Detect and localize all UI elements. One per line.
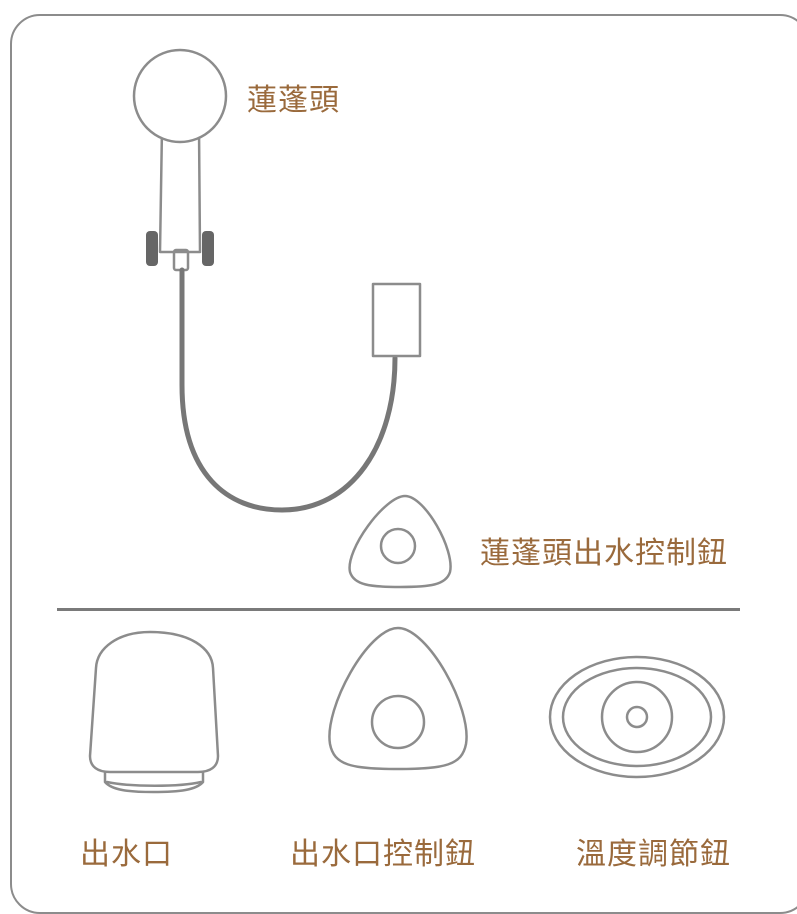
left-clip-icon	[146, 231, 158, 266]
spout-control-knob-icon	[328, 626, 468, 771]
shower-control-knob-icon	[348, 494, 452, 589]
outlet-box-icon	[371, 282, 422, 358]
spout-label: 出水口	[80, 837, 173, 872]
shower-head-icon	[132, 48, 228, 272]
shower-head-label: 蓮蓬頭	[247, 83, 340, 118]
temperature-knob-icon	[548, 655, 726, 779]
hose-icon	[179, 267, 398, 513]
shower-control-knob-label: 蓮蓬頭出水控制鈕	[480, 536, 728, 571]
section-divider	[57, 608, 740, 611]
spout-control-knob-label: 出水口控制鈕	[290, 837, 476, 872]
temperature-knob-label: 溫度調節鈕	[576, 837, 731, 872]
spout-icon	[88, 630, 220, 794]
right-clip-icon	[202, 231, 214, 266]
